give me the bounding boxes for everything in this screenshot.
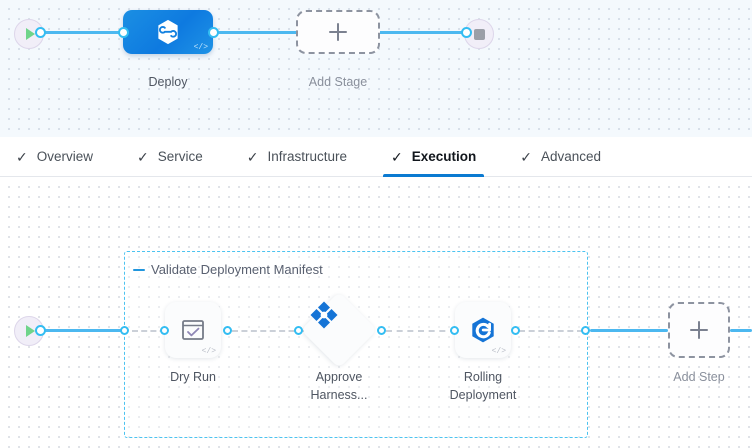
play-icon [26,28,35,40]
port-rolling-in[interactable] [450,326,459,335]
port-end-in[interactable] [461,27,472,38]
step-label-approve-line1: Approve [315,370,363,384]
port-exec-start-out[interactable] [35,325,46,336]
add-step-button[interactable] [668,302,730,358]
add-step-label: Add Step [673,370,725,384]
stage-canvas[interactable]: </> Deploy Add Stage [0,0,752,137]
code-badge-icon: </> [193,43,208,52]
code-badge-icon: </> [491,347,506,356]
port-approve-in[interactable] [294,326,303,335]
tab-label-advanced: Advanced [541,149,602,164]
port-deploy-in[interactable] [118,27,129,38]
check-icon: ✓ [16,148,28,165]
checkbox-window-icon [182,320,204,340]
plus-icon [329,23,347,41]
stage-tabs[interactable]: ✓ Overview ✓ Service ✓ Infrastructure ✓ … [0,137,752,177]
step-group-header[interactable]: Validate Deployment Manifest [133,262,323,277]
connector-deploy-to-addstage [218,31,300,34]
tab-infrastructure[interactable]: ✓ Infrastructure [247,137,347,177]
connector-start-to-deploy [38,31,136,34]
play-icon [26,325,35,337]
check-icon: ✓ [137,148,149,165]
tab-advanced[interactable]: ✓ Advanced [520,137,601,177]
step-node-rolling-deployment[interactable]: </> [455,302,511,358]
tab-service[interactable]: ✓ Service [137,137,203,177]
tab-overview[interactable]: ✓ Overview [16,137,93,177]
step-label-rolling-line2: Deployment [449,388,517,402]
tab-execution[interactable]: ✓ Execution [382,137,485,177]
port-deploy-out[interactable] [208,27,219,38]
tab-label-service: Service [157,149,203,164]
check-icon: ✓ [246,148,259,165]
stop-icon [473,28,485,40]
connector-addstage-to-end [378,31,466,34]
check-icon: ✓ [391,148,403,165]
tab-label-overview: Overview [36,149,93,164]
code-badge-icon: </> [201,347,216,356]
tab-label-execution: Execution [411,149,477,164]
connector-dryrun-to-approve [232,330,304,332]
port-dryrun-in[interactable] [160,326,169,335]
connector-start-to-group [38,329,128,332]
connector-addstep-onward [730,329,752,332]
port-rolling-out[interactable] [511,326,520,335]
port-group-out[interactable] [581,326,590,335]
port-group-in[interactable] [120,326,129,335]
harness-approval-icon [310,301,338,329]
harness-hexagon-icon [158,19,178,45]
add-stage-button[interactable] [296,10,380,54]
step-label-rolling-line1: Rolling [463,370,503,384]
stage-label-deploy: Deploy [148,75,188,89]
tab-label-infrastructure: Infrastructure [267,149,348,164]
execution-canvas[interactable]: Validate Deployment Manifest [0,178,752,448]
add-stage-label: Add Stage [308,75,368,89]
plus-icon [690,321,708,339]
connector-approve-to-rolling [386,330,456,332]
connector-group-to-addstep [590,329,668,332]
port-approve-out[interactable] [377,326,386,335]
port-dryrun-out[interactable] [223,326,232,335]
minus-icon[interactable] [133,268,145,271]
rolling-deploy-icon [472,317,494,343]
step-node-dry-run[interactable]: </> [165,302,221,358]
connector-group-to-dryrun [132,330,184,332]
step-label-dry-run: Dry Run [170,370,216,384]
step-label-approve-line2: Harness... [310,388,368,402]
stage-node-deploy[interactable]: </> [123,10,213,54]
port-start-out[interactable] [35,27,46,38]
step-group-label: Validate Deployment Manifest [151,262,323,277]
connector-rolling-to-groupend [519,330,583,332]
check-icon: ✓ [520,148,532,165]
